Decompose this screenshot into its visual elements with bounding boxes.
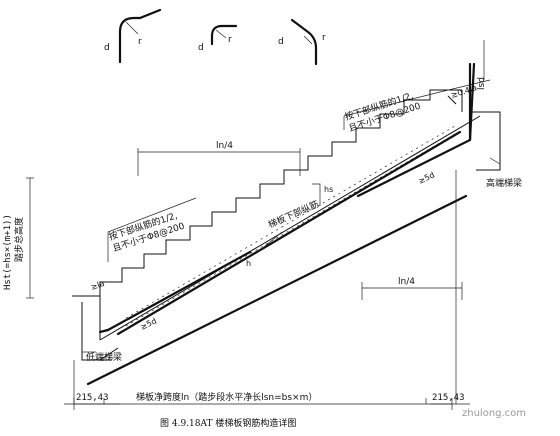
hst-label: Hst(=hs×(m+1)) [3, 214, 13, 290]
hook-r-label: r [138, 37, 142, 47]
zero-four-la-label: ≥0.4la [450, 83, 478, 100]
five-d-top-label: ≥5d [417, 170, 436, 185]
step-height-label: 踏步总高度 [13, 217, 25, 262]
high-beam-label: 高端梯梁 [486, 177, 522, 189]
h-label: h [246, 259, 251, 268]
hook-d-label: d [198, 43, 204, 53]
dim-right-label: 215,43 [432, 393, 465, 403]
annotation-leaders [26, 40, 501, 410]
hs-label: hs [324, 185, 333, 194]
hook-r-label: r [322, 33, 326, 43]
ln4-top-label: ln/4 [216, 141, 233, 151]
hook-detail-1: d r [104, 8, 162, 64]
lsd-label: lsd [477, 77, 487, 90]
hook-r-label: r [228, 35, 232, 45]
dim-left-label: 215,43 [76, 393, 109, 403]
low-beam-label: 低端梯梁 [86, 351, 122, 363]
hook-d-label: d [104, 43, 110, 53]
figure-caption: 图 4.9.18AT 楼梯板钢筋构造详图 [160, 417, 296, 429]
ln4-bottom-label: ln/4 [398, 277, 415, 287]
stair-slab-outline [72, 89, 501, 361]
hook-d-label: d [278, 37, 284, 47]
la-left-label: ≥la [90, 279, 106, 292]
reinforcement-bars [86, 62, 476, 386]
hook-detail-2: d r [198, 24, 238, 53]
span-label: 梯板净跨度ln（踏步段水平净长lsn=bs×m） [136, 391, 317, 403]
watermark: zhulong.com [462, 408, 526, 419]
hook-detail-3: d r [278, 18, 326, 66]
five-d-bottom-label: ≥5d [139, 316, 158, 331]
